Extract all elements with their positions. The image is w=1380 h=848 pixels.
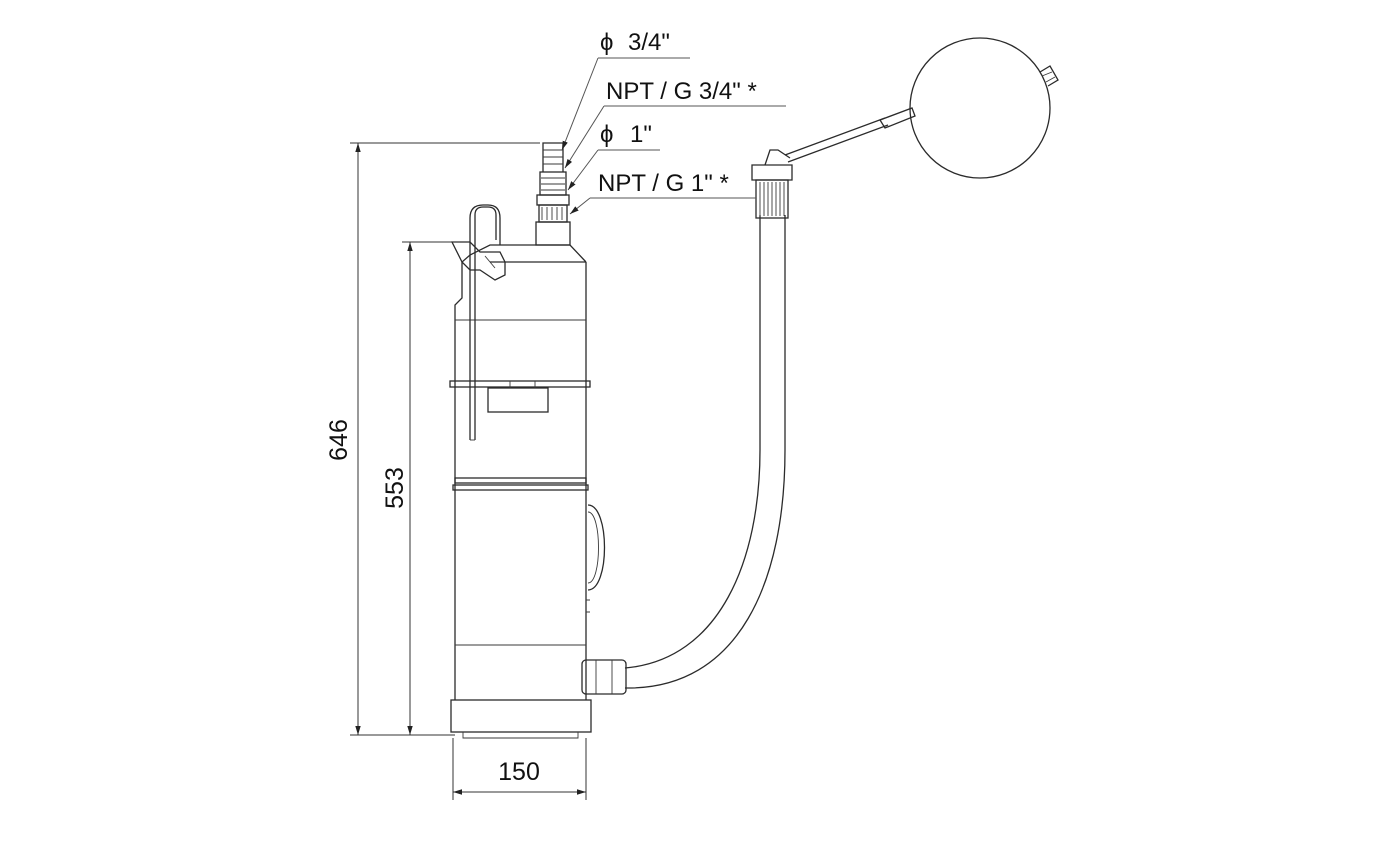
pump-body xyxy=(449,204,606,739)
dim-label-body-width: 150 xyxy=(498,758,540,786)
dimension-total-height xyxy=(350,142,540,736)
dim-label-total-height: 646 xyxy=(325,419,353,461)
callout-leaders xyxy=(561,57,786,215)
outlet-fitting xyxy=(535,142,571,246)
dim-label-body-height: 553 xyxy=(381,467,409,509)
float-switch-hose xyxy=(581,107,916,695)
callout-thread-1: NPT / G 1" * xyxy=(598,170,729,197)
callout-thread-3-4: NPT / G 3/4" * xyxy=(606,78,757,105)
dimension-body-height xyxy=(402,241,460,735)
diameter-symbol-large: ϕ xyxy=(600,121,613,148)
dimension-body-width xyxy=(452,738,587,800)
callout-hose-1: 1" xyxy=(630,121,652,148)
diameter-symbol-small: ϕ xyxy=(600,29,613,56)
float-ball xyxy=(909,37,1059,179)
callout-hose-3-4: 3/4" xyxy=(628,29,670,56)
